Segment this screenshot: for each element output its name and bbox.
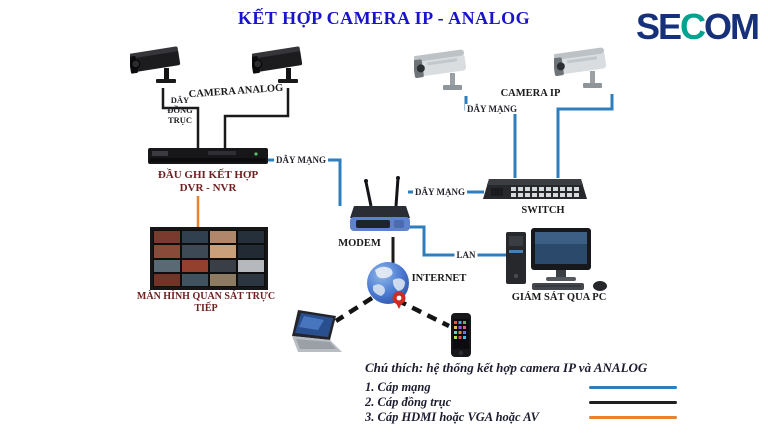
monitor-wall-icon bbox=[150, 227, 268, 290]
coax-label-line: TRỤC bbox=[167, 115, 193, 125]
legend-item-label: 2. Cáp đồng trục bbox=[365, 395, 452, 409]
modem-device-icon bbox=[350, 176, 410, 231]
page-title: KẾT HỢP CAMERA IP - ANALOG bbox=[237, 8, 531, 28]
ip-camera-icon bbox=[554, 47, 607, 88]
analog-camera-icon bbox=[130, 46, 181, 83]
dvr-device-icon bbox=[148, 148, 268, 164]
monitor-wall-label: MÀN HÌNH QUAN SÁT TRỰC TIẾP bbox=[126, 291, 286, 315]
coax-label-line: ĐỒNG bbox=[167, 105, 193, 115]
legend-item-label: 1. Cáp mạng bbox=[365, 380, 431, 394]
network-cable-label: DÂY MẠNG bbox=[465, 104, 519, 114]
network-cable-ipcam2-switch bbox=[556, 94, 614, 178]
dvr-label: ĐẦU GHI KẾT HỢP DVR - NVR bbox=[138, 169, 278, 195]
legend-item-network: 1. Cáp mạng bbox=[365, 380, 685, 395]
monitor-label-line2: TIẾP bbox=[194, 303, 218, 314]
coax-label-line: DÂY bbox=[170, 95, 190, 105]
logo-text: SE bbox=[635, 6, 682, 47]
network-cable-label: DÂY MẠNG bbox=[413, 187, 467, 197]
legend-item-label: 3. Cáp HDMI hoặc VGA hoặc AV bbox=[365, 410, 539, 424]
dashed-link-internet-phone bbox=[395, 297, 451, 329]
secom-logo: SECOM bbox=[635, 6, 760, 48]
camera-ip-label: CAMERA IP bbox=[500, 88, 561, 99]
network-cable-swatch bbox=[589, 386, 677, 389]
dvr-label-line1: ĐẦU GHI KẾT HỢP bbox=[157, 169, 259, 181]
switch-device-icon bbox=[483, 179, 587, 199]
legend-item-coax: 2. Cáp đồng trục bbox=[365, 395, 685, 410]
coax-cable-label: DÂY ĐỒNG TRỤC bbox=[165, 95, 195, 125]
pc-label: GIÁM SÁT QUA PC bbox=[511, 292, 607, 303]
switch-label: SWITCH bbox=[521, 205, 565, 216]
internet-label: INTERNET bbox=[411, 273, 467, 284]
analog-camera-icon bbox=[252, 46, 303, 83]
smartphone-icon bbox=[451, 313, 471, 357]
laptop-icon bbox=[292, 310, 342, 352]
modem-label: MODEM bbox=[338, 238, 381, 249]
legend-title: Chú thích: hệ thống kết hợp camera IP và… bbox=[365, 360, 648, 375]
lan-cable-label: LAN bbox=[454, 250, 478, 260]
logo-text: OM bbox=[704, 6, 760, 47]
coax-cable-camera2-dvr bbox=[223, 88, 290, 150]
coax-cable-camera1-dvr bbox=[161, 88, 200, 150]
dashed-link-internet-laptop bbox=[334, 296, 374, 323]
monitor-label-line1: MÀN HÌNH QUAN SÁT TRỰC bbox=[136, 291, 276, 302]
dvr-label-line2: DVR - NVR bbox=[179, 182, 237, 194]
network-cable-label: DÂY MẠNG bbox=[274, 155, 328, 165]
pc-workstation-icon bbox=[506, 228, 607, 291]
ip-camera-icon bbox=[414, 49, 467, 90]
internet-globe-icon bbox=[367, 262, 409, 309]
coax-cable-swatch bbox=[589, 401, 677, 404]
video-cable-swatch bbox=[589, 416, 677, 419]
legend: Chú thích: hệ thống kết hợp camera IP và… bbox=[365, 360, 685, 425]
logo-text-teal: C bbox=[680, 6, 706, 47]
legend-item-video: 3. Cáp HDMI hoặc VGA hoặc AV bbox=[365, 410, 685, 425]
